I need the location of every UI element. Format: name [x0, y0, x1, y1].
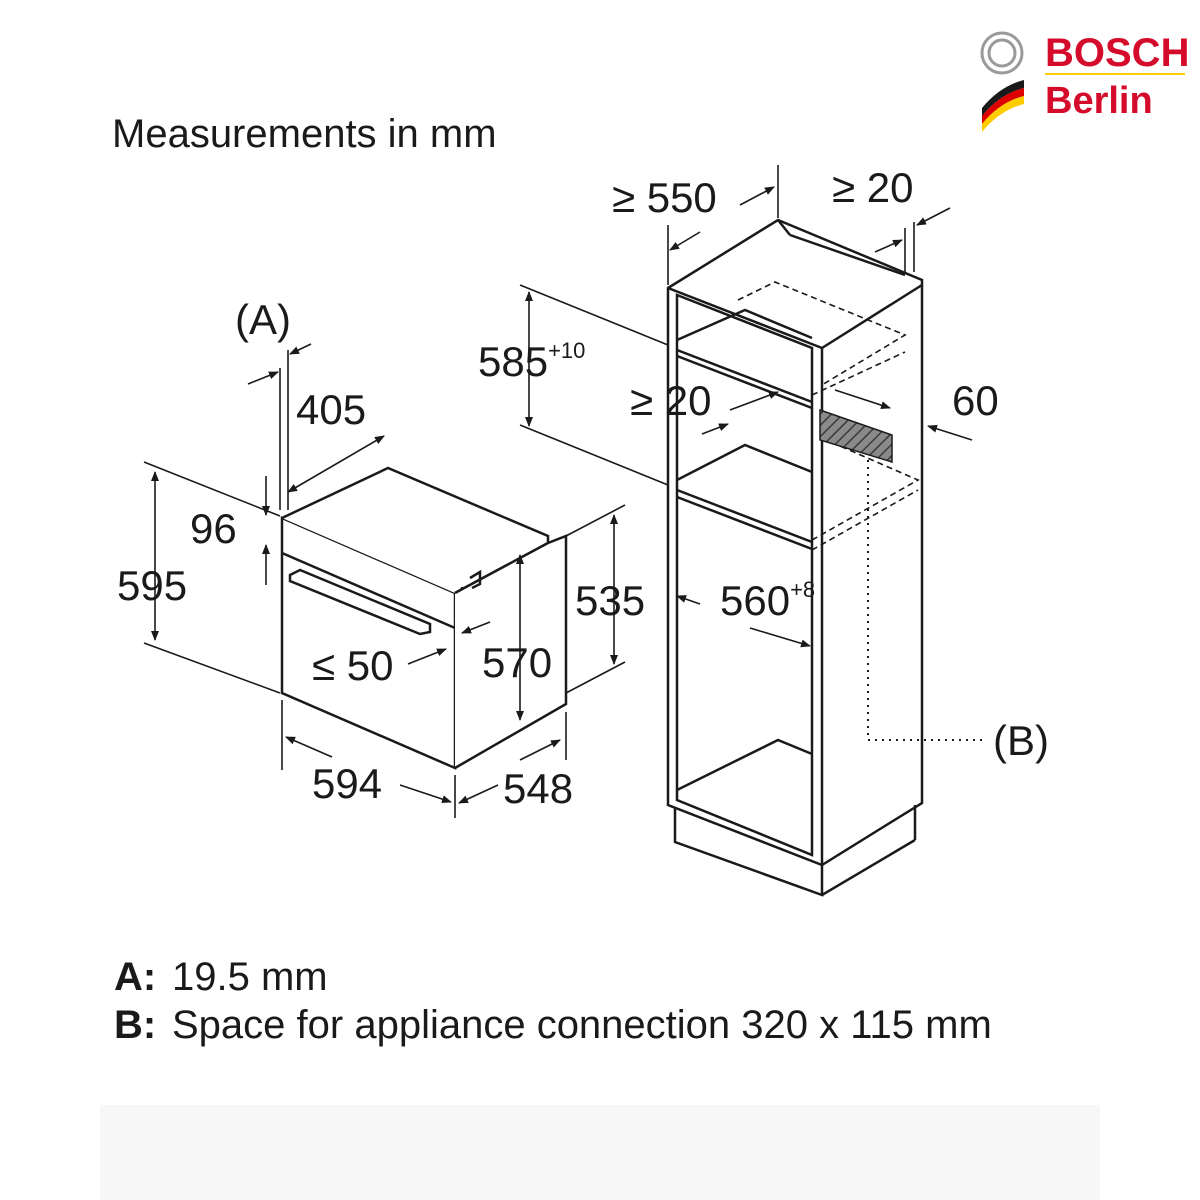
legend-b-text: Space for appliance connection 320 x 115…: [172, 1003, 992, 1047]
brand-name: BOSCH: [1045, 31, 1189, 75]
label-depth: 548: [503, 765, 573, 812]
legend-b: B: Space for appliance connection 320 x 1…: [114, 1003, 992, 1047]
label-top-offset: 96: [190, 505, 237, 552]
label-width: 594: [312, 760, 382, 807]
label-cabinet-rear-gap: ≥ 20: [832, 164, 913, 211]
cabinet-frame: [675, 293, 814, 857]
cabinet-plinth: [673, 808, 824, 897]
oven-handle: [288, 568, 432, 636]
label-niche-height: 585+10: [478, 338, 585, 385]
cabinet-drawing: [666, 218, 924, 897]
label-total-height: 595: [117, 562, 187, 609]
niche-width-tolerance: +8: [790, 577, 815, 602]
label-niche-depth: 405: [296, 386, 366, 433]
connection-leader: [867, 460, 985, 741]
legend-b-key: B:: [114, 1003, 157, 1047]
niche-width-value: 560: [720, 577, 790, 624]
footer-band: [100, 1105, 1100, 1200]
label-cabinet-min-depth: ≥ 550: [612, 174, 717, 221]
bosch-logo: BOSCH Berlin: [980, 31, 1189, 132]
niche-height-value: 585: [478, 338, 548, 385]
page-title: Measurements in mm: [112, 112, 497, 156]
oven-drawing: [280, 466, 568, 770]
niche-height-tolerance: +10: [548, 338, 585, 363]
brand-sub: Berlin: [1045, 80, 1153, 122]
german-flag-icon: [982, 80, 1024, 132]
label-body-depth: 535: [575, 577, 645, 624]
bosch-armature-icon: [980, 31, 1024, 75]
cabinet-hidden-lines: [737, 281, 920, 551]
legend-a-key: A:: [114, 955, 157, 999]
label-connection-b: (B): [993, 717, 1049, 764]
label-door-gap: ≤ 50: [312, 642, 393, 689]
cabinet-dimensions: [519, 165, 973, 648]
legend-a-text: 19.5 mm: [172, 955, 328, 999]
label-panel-a: (A): [235, 296, 291, 343]
label-shelf-gap: ≥ 20: [630, 377, 711, 424]
oven-dimensions: [143, 343, 626, 818]
label-body-height: 570: [482, 639, 552, 686]
legend-a: A: 19.5 mm: [114, 955, 328, 999]
dimension-labels: (A) 405 96 595 ≤ 50 570 535 594 548 ≥ 55…: [117, 164, 1049, 812]
connection-hatch: [819, 408, 893, 464]
label-vent-depth: 60: [952, 377, 999, 424]
label-niche-width: 560+8: [720, 577, 815, 624]
